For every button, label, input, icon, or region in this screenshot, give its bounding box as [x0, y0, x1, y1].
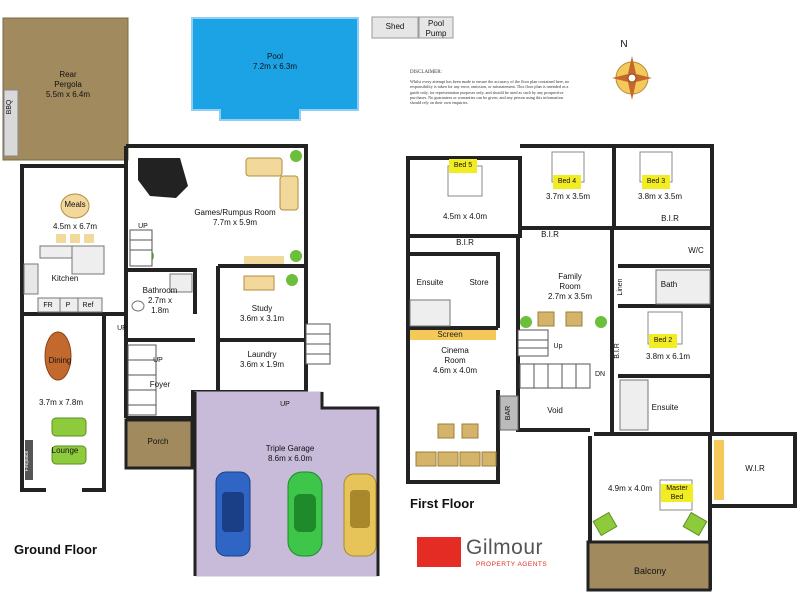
ground-floor-title: Ground Floor — [14, 542, 98, 557]
meals-size: 4.5m x 6.7m — [52, 222, 97, 231]
bed4-tag: Bed 4 — [553, 175, 581, 189]
bed5-size: 4.5m x 4.0m — [442, 212, 487, 221]
master-size: 4.9m x 4.0m — [607, 484, 652, 493]
lounge-size: 3.7m x 7.8m — [38, 398, 83, 407]
garage-up-label: UP — [280, 401, 290, 408]
north-label: N — [620, 39, 628, 50]
bed2-size: 3.8m x 6.1m — [645, 352, 690, 361]
foyer-label: Foyer — [149, 380, 171, 389]
wc-label: W/C — [688, 246, 704, 255]
linen-label: Linen — [617, 278, 624, 296]
first-floor-title: First Floor — [410, 496, 475, 511]
bbq-label: BBQ — [6, 99, 13, 115]
bir-label-3: B.I.R — [661, 214, 679, 223]
porch-area — [124, 418, 194, 470]
wir-label: W.I.R — [745, 464, 765, 473]
bir-label-1: B.I.R — [456, 238, 474, 247]
bir-label-2: B.I.R — [541, 230, 559, 239]
dining-label: Dining — [48, 356, 72, 365]
ref-label: Ref — [82, 302, 94, 309]
balcony-area — [586, 540, 712, 592]
bed5-tag: Bed 5 — [449, 159, 477, 173]
bed4-size: 3.7m x 3.5m — [545, 192, 590, 201]
shed-box — [371, 16, 419, 39]
porch-label: Porch — [147, 437, 169, 446]
pergola-area — [2, 17, 129, 161]
void-label: Void — [547, 406, 563, 415]
lounge-label: Lounge — [51, 446, 79, 455]
shed-label: Shed — [385, 22, 405, 31]
brand-subtitle: PROPERTY AGENTS — [476, 561, 548, 568]
bath-label: Bath — [660, 280, 678, 289]
pantry-label: P — [65, 302, 71, 309]
stair-up-label: UP — [153, 357, 163, 364]
pool-shape — [191, 17, 359, 121]
bir-label-4: B.I.R — [614, 343, 621, 359]
cars — [215, 471, 377, 557]
brand-name: Gilmour — [466, 536, 544, 559]
disclaimer-heading: DISCLAIMER: — [410, 70, 442, 75]
brand-logo-mark — [417, 537, 461, 567]
kitchen-label: Kitchen — [51, 274, 79, 283]
games-up-label: UP — [138, 223, 148, 230]
fr-label: FR — [43, 302, 53, 309]
pool-pump-box — [418, 16, 454, 39]
bed3-size: 3.8m x 3.5m — [637, 192, 682, 201]
disclaimer-text: Whilst every attempt has been made to en… — [410, 79, 570, 106]
ensuite-label-1: Ensuite — [416, 278, 444, 287]
meals-label: Meals — [64, 200, 86, 209]
bar-label: BAR — [505, 405, 512, 421]
fireplace-label: Fireplace — [24, 450, 30, 472]
disclaimer: DISCLAIMER: Whilst every attempt has bee… — [410, 70, 575, 105]
screen-label: Screen — [437, 330, 463, 339]
dn-label: DN — [594, 371, 606, 378]
first-up-label: Up — [553, 343, 563, 350]
ensuite-label-2: Ensuite — [651, 403, 679, 412]
balcony-label: Balcony — [633, 566, 667, 576]
foyer-up-label: UP — [117, 325, 127, 332]
bed3-tag: Bed 3 — [642, 175, 670, 189]
compass-icon — [612, 56, 652, 100]
bed2-tag: Bed 2 — [649, 334, 677, 348]
store-label: Store — [469, 278, 489, 287]
